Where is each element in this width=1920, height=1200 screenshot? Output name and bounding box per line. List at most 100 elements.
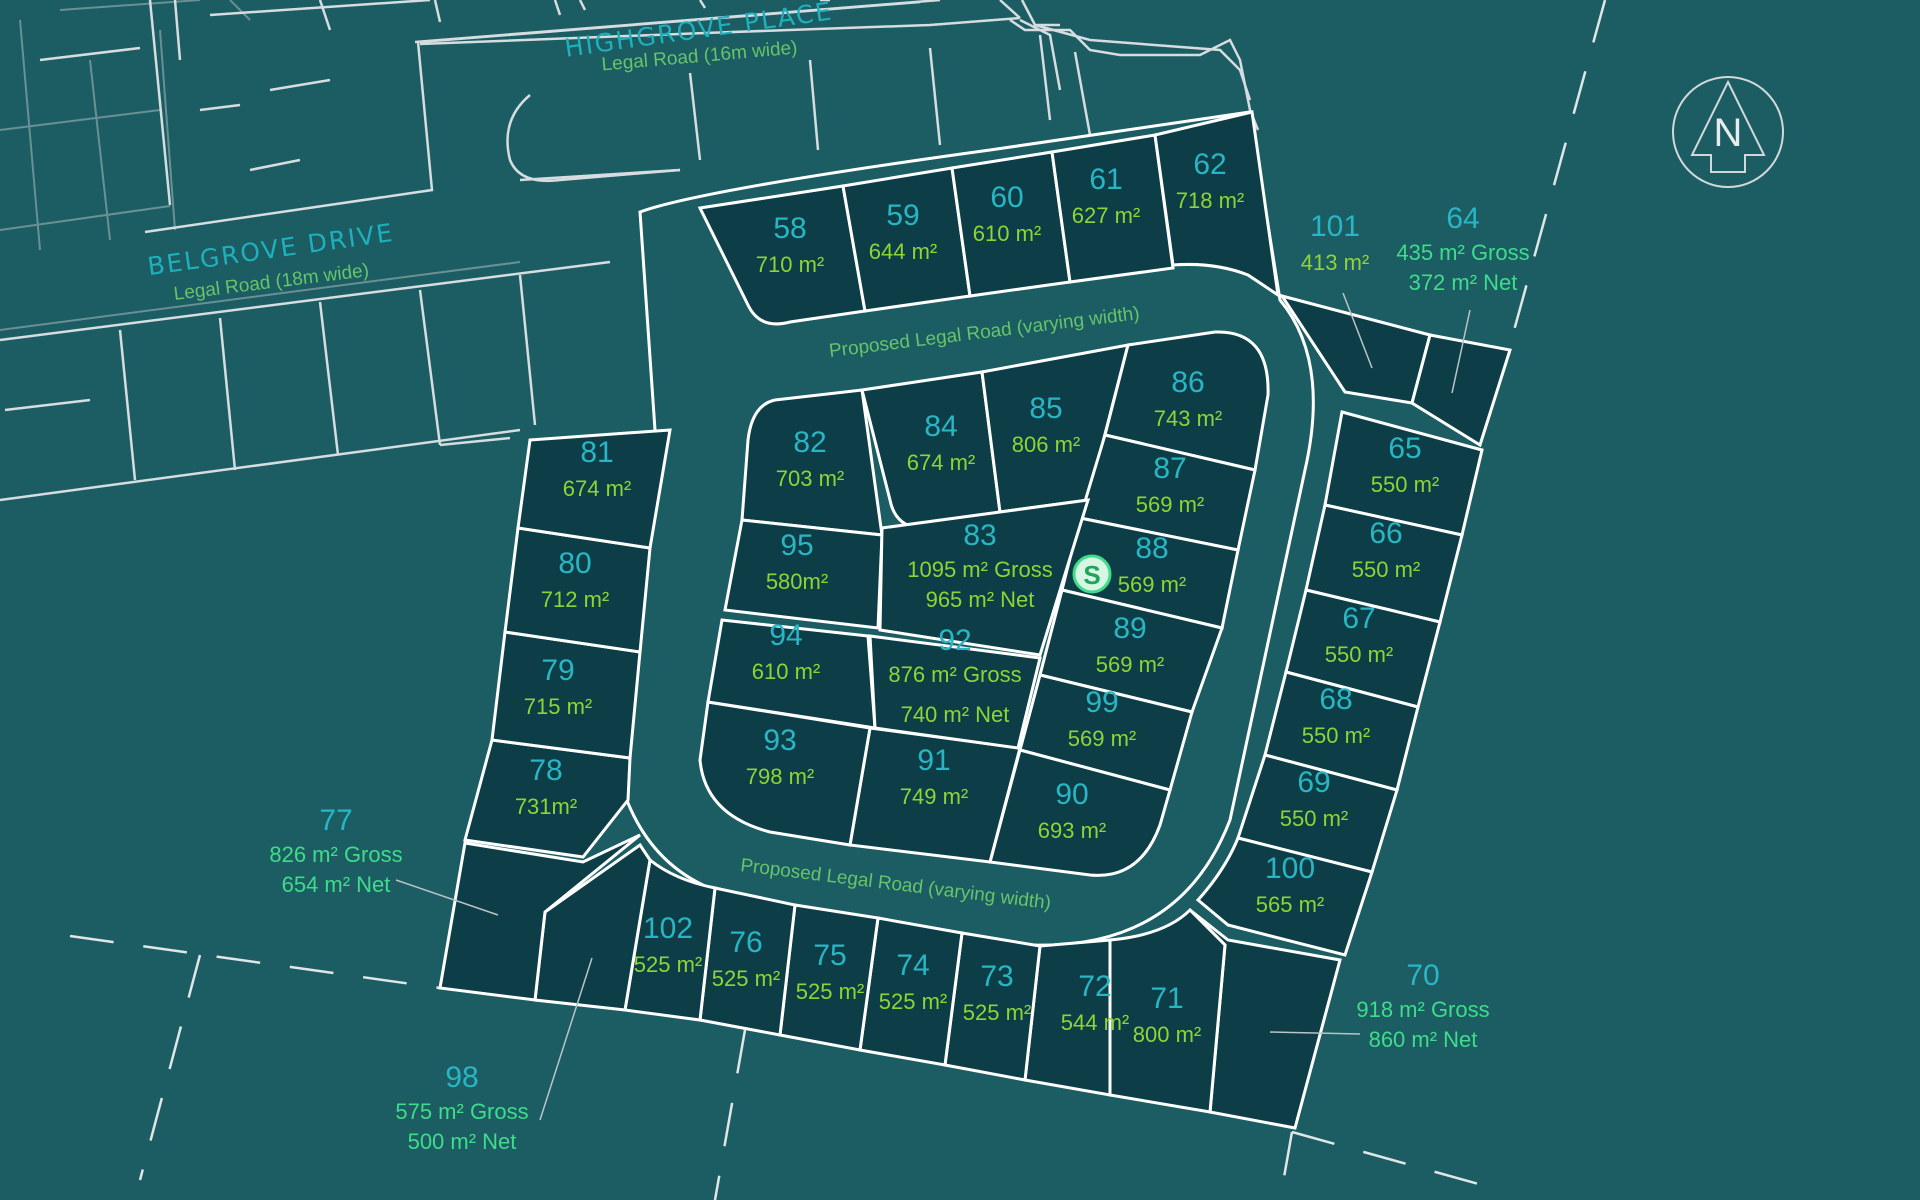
lot-net-area: 372 m² Net (1409, 270, 1518, 295)
lot-number: 102 (643, 912, 693, 945)
lot-75-shape[interactable] (778, 903, 880, 1052)
lot-72-label: 72 544 m² (1061, 970, 1129, 1035)
lot-area: 580m² (766, 569, 828, 594)
lot-number: 75 (813, 939, 846, 972)
lot-number: 58 (773, 212, 806, 245)
lot-95-shape[interactable] (723, 518, 884, 630)
lot-area: 525 m² (879, 989, 947, 1014)
lot-77-shape[interactable] (438, 833, 641, 1002)
lot-net-area: 965 m² Net (926, 587, 1035, 612)
lot-number: 74 (896, 949, 929, 982)
lot-61-shape[interactable] (1050, 133, 1175, 284)
lot-58-label: 58 710 m² (756, 212, 824, 277)
lot-area: 569 m² (1096, 652, 1164, 677)
lot-number: 85 (1029, 392, 1062, 425)
lot-81-shape[interactable] (516, 428, 672, 550)
lot-100-label: 100 565 m² (1256, 852, 1324, 917)
lot-area: 712 m² (541, 587, 609, 612)
lot-net-area: 860 m² Net (1369, 1027, 1478, 1052)
lot-number: 65 (1388, 432, 1421, 465)
lot-100-shape[interactable] (1195, 836, 1374, 957)
lot-number: 95 (780, 529, 813, 562)
lot-58-shape[interactable] (697, 184, 867, 326)
lot-number: 83 (963, 519, 996, 552)
lot-area: 525 m² (712, 966, 780, 991)
lot-area: 743 m² (1154, 406, 1222, 431)
lot-90-shape[interactable] (988, 748, 1172, 877)
lot-75-label: 75 525 m² (796, 939, 864, 1004)
lot-area: 806 m² (1012, 432, 1080, 457)
lot-number: 59 (886, 199, 919, 232)
lot-area: 749 m² (900, 784, 968, 809)
lot-number: 99 (1085, 686, 1118, 719)
lot-area: 525 m² (796, 979, 864, 1004)
lot-79-label: 79 715 m² (524, 654, 592, 719)
lot-95-label: 95 580m² (766, 529, 828, 594)
lot-area: 565 m² (1256, 892, 1324, 917)
lot-area: 800 m² (1133, 1022, 1201, 1047)
lot-area: 710 m² (756, 252, 824, 277)
lot-number: 79 (541, 654, 574, 687)
lot-76-shape[interactable] (698, 886, 797, 1037)
leader-lines (395, 292, 1471, 1121)
lot-number: 67 (1342, 602, 1375, 635)
lot-62-shape[interactable] (1153, 110, 1280, 299)
lot-74-label: 74 525 m² (879, 949, 947, 1014)
lot-area: 544 m² (1061, 1010, 1129, 1035)
lot-area: 550 m² (1302, 723, 1370, 748)
lot-area: 610 m² (752, 659, 820, 684)
lot-number: 82 (793, 426, 826, 459)
lot-number: 88 (1135, 532, 1168, 565)
lot-area: 550 m² (1280, 806, 1348, 831)
lot-area: 569 m² (1068, 726, 1136, 751)
lot-93-shape[interactable] (698, 700, 872, 847)
lot-gross-area: 435 m² Gross (1396, 240, 1529, 265)
lot-number: 101 (1310, 210, 1360, 243)
north-arrow-icon[interactable]: N (1672, 76, 1784, 188)
lot-83-shape[interactable] (878, 498, 1091, 657)
lot-gross-area: 575 m² Gross (395, 1099, 528, 1124)
lot-area: 715 m² (524, 694, 592, 719)
lot-net-area: 500 m² Net (408, 1129, 517, 1154)
lot-area: 550 m² (1371, 472, 1439, 497)
lot-86-shape[interactable] (1103, 330, 1270, 472)
lots (438, 110, 1512, 1130)
lot-64-shape[interactable] (1410, 333, 1512, 448)
lot-gross-area: 876 m² Gross (888, 662, 1021, 687)
lot-number: 61 (1089, 163, 1122, 196)
lot-number: 70 (1406, 959, 1439, 992)
lot-number: 100 (1265, 852, 1315, 885)
lot-99-label: 99 569 m² (1068, 686, 1136, 751)
lot-area: 731m² (515, 794, 577, 819)
lot-92-shape[interactable] (868, 634, 1042, 750)
lot-number: 91 (917, 744, 950, 777)
lot-number: 73 (980, 960, 1013, 993)
lot-area: 569 m² (1136, 492, 1204, 517)
lot-number: 60 (990, 181, 1023, 214)
lot-number: 86 (1171, 366, 1204, 399)
lot-number: 68 (1319, 683, 1352, 716)
lot-number: 62 (1193, 148, 1226, 181)
lot-number: 72 (1078, 970, 1111, 1003)
lot-number: 66 (1369, 517, 1402, 550)
lot-number: 92 (938, 624, 971, 657)
lot-71-shape[interactable] (1108, 907, 1227, 1114)
lot-102-shape[interactable] (623, 857, 717, 1022)
lot-number: 93 (763, 724, 796, 757)
lot-82-shape[interactable] (740, 388, 884, 537)
